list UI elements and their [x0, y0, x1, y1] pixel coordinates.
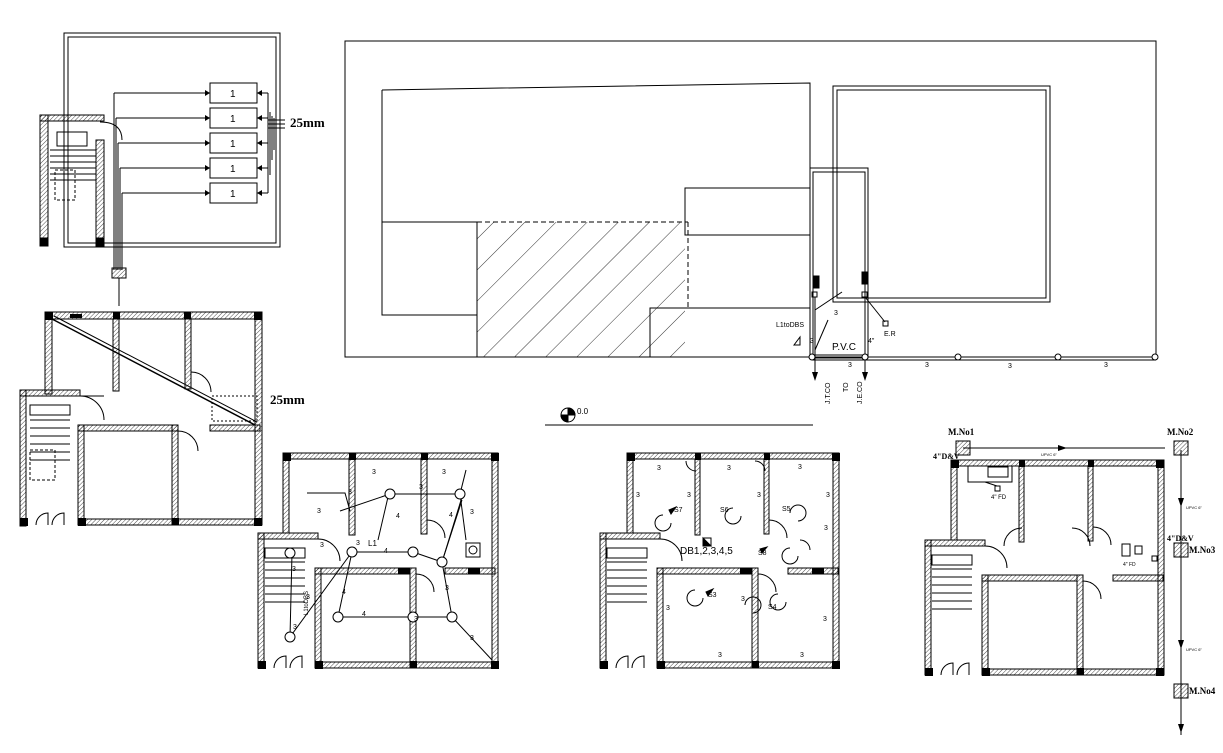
ground-floor-plan: [19, 311, 263, 527]
hatched-area: [477, 222, 685, 357]
site-run-6: 3: [1104, 362, 1108, 369]
site-je-label: J.E.CO: [857, 381, 864, 404]
light-num-18: 3: [414, 616, 418, 623]
drain-fd-label-2: 4" FD: [1123, 562, 1136, 568]
site-pvc-label: P.V.C: [832, 342, 856, 353]
switch-s6: S6: [720, 507, 729, 514]
level-marker-label: 0.0: [577, 407, 589, 416]
ground-floor-pipe-size: 25mm: [270, 392, 305, 407]
manhole-label-1: M.No1: [948, 427, 975, 437]
light-num-6: 4: [396, 513, 400, 520]
light-num-12: 3: [292, 566, 296, 573]
site-jt-label: J.T.CO: [825, 382, 832, 404]
power-db-label: DB1,2,3,4,5: [680, 546, 733, 557]
drain-pipe-note-low: UPVC 6": [1186, 647, 1202, 652]
drain-pipe-note-top: UPVC 6": [1041, 452, 1057, 457]
site-run-2: 3: [810, 338, 814, 345]
switch-s5: S5: [782, 506, 791, 513]
meter-label-1: 1: [230, 89, 236, 100]
manhole-1: [955, 440, 971, 456]
light-l1-label: L1: [368, 539, 377, 548]
drain-fd-label: 4" FD: [991, 495, 1007, 501]
drainage-plan: [924, 440, 1189, 735]
site-to-label: TO: [843, 382, 850, 392]
light-num-15: 3: [306, 594, 310, 601]
drain-pipe-note-mid: UPVC 6": [1186, 505, 1202, 510]
site-run-5: 3: [1008, 363, 1012, 370]
power-num-2: 3: [727, 465, 731, 472]
light-num-16: 3: [293, 624, 297, 631]
switch-s8: S8: [758, 550, 767, 557]
manhole-2: [1173, 440, 1189, 456]
light-num-5: 3: [317, 508, 321, 515]
manhole-label-4: M.No4: [1189, 686, 1216, 696]
power-num-6: 3: [757, 492, 761, 499]
site-run-1: 3: [834, 310, 838, 317]
lighting-plan: [257, 452, 499, 669]
site-l1-label: L1toDBS: [776, 322, 804, 329]
power-num-1: 3: [657, 465, 661, 472]
power-num-11: 3: [823, 616, 827, 623]
manhole-label-3: M.No3: [1189, 545, 1216, 555]
light-num-4: 3: [419, 484, 423, 491]
power-num-13: 3: [800, 652, 804, 659]
light-num-2: 3: [442, 469, 446, 476]
riser-diagram: [39, 32, 285, 306]
power-num-8: 3: [824, 525, 828, 532]
power-plan: [599, 452, 840, 669]
site-plan: [344, 40, 1159, 426]
switch-s3: S3: [708, 592, 717, 599]
power-num-5: 3: [687, 492, 691, 499]
meter-label-4: 1: [230, 164, 236, 175]
meter-label-2: 1: [230, 114, 236, 125]
meter-label-3: 1: [230, 139, 236, 150]
light-stair-label: L1toDBS: [304, 591, 310, 615]
riser-stair-core: [39, 114, 105, 247]
site-run-3: 3: [848, 362, 852, 369]
power-num-9: 3: [666, 605, 670, 612]
light-num-11: 3: [320, 542, 324, 549]
power-num-4: 3: [636, 492, 640, 499]
light-num-9: 4: [384, 548, 388, 555]
manhole-label-2: M.No2: [1167, 427, 1194, 437]
light-num-3: 3: [348, 489, 352, 496]
light-num-7: 4: [449, 512, 453, 519]
light-num-13: 3: [445, 585, 449, 592]
manhole-3: [1173, 542, 1189, 558]
power-num-10: 3: [741, 596, 745, 603]
switch-s4: S4: [768, 604, 777, 611]
light-num-1: 3: [372, 469, 376, 476]
site-run-4: 3: [925, 362, 929, 369]
power-num-7: 3: [826, 492, 830, 499]
drain-dv-label-right: 4"D&V: [1167, 534, 1194, 543]
power-num-3: 3: [798, 464, 802, 471]
light-num-10: 3: [356, 540, 360, 547]
riser-pipe-size: 25mm: [290, 115, 325, 130]
light-num-19: 3: [470, 635, 474, 642]
manhole-4: [1173, 683, 1189, 699]
light-num-8: 3: [470, 509, 474, 516]
switch-s7: S7: [674, 507, 683, 514]
light-num-17: 4: [362, 611, 366, 618]
site-pipe-size: 4": [868, 338, 875, 345]
light-num-14: 4: [342, 589, 346, 596]
power-num-12: 3: [718, 652, 722, 659]
site-er-label: E.R: [884, 331, 896, 338]
meter-label-5: 1: [230, 189, 236, 200]
drain-dv-label: 4"D&V: [933, 452, 960, 461]
